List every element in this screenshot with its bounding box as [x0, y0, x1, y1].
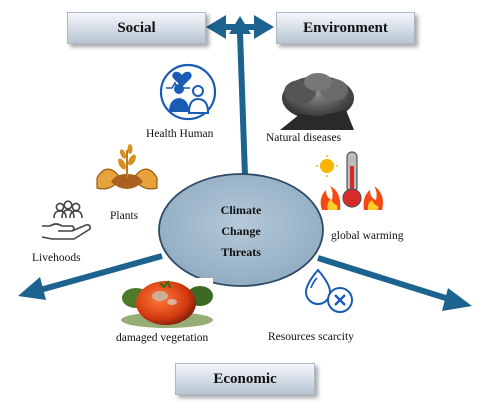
social-header: Social — [67, 12, 206, 44]
left-arrowhead — [18, 277, 46, 300]
resources-scarcity-label: Resources scarcity — [268, 331, 354, 343]
center-ellipse — [158, 173, 324, 287]
arrows — [18, 15, 472, 311]
plant-in-hands-icon — [96, 144, 158, 190]
people-in-hand-icon — [41, 200, 91, 240]
plants-label: Plants — [110, 210, 139, 222]
health-care-icon — [159, 63, 217, 121]
right-diagonal-arrow — [317, 255, 453, 303]
water-drop-x-icon — [304, 268, 353, 313]
health-human-label: Health Human — [146, 128, 214, 140]
rotten-tomato-image — [121, 278, 213, 328]
global-warming-label: global warming — [331, 230, 404, 242]
volcano-smoke-image — [278, 73, 354, 130]
environment-header: Environment — [276, 12, 415, 44]
center-line-2: Change — [221, 224, 261, 238]
left-diagonal-arrow — [39, 253, 163, 293]
top-up-arrowhead — [229, 16, 251, 34]
damaged-vegetation-label: damaged vegetation — [116, 332, 209, 344]
top-right-arrowhead — [254, 15, 274, 39]
livelihoods-label: Livehoods — [32, 252, 81, 264]
center-label: Climate Change Threats — [186, 200, 296, 263]
vertical-stem-arrow — [237, 32, 248, 177]
center-line-1: Climate — [220, 203, 262, 217]
economic-header: Economic — [175, 363, 315, 395]
top-left-arrowhead — [206, 15, 226, 39]
center-line-3: Threats — [221, 245, 261, 259]
right-arrowhead — [442, 288, 472, 311]
natural-diseases-label: Natural diseases — [266, 132, 342, 144]
thermometer-fire-icon — [316, 151, 383, 210]
